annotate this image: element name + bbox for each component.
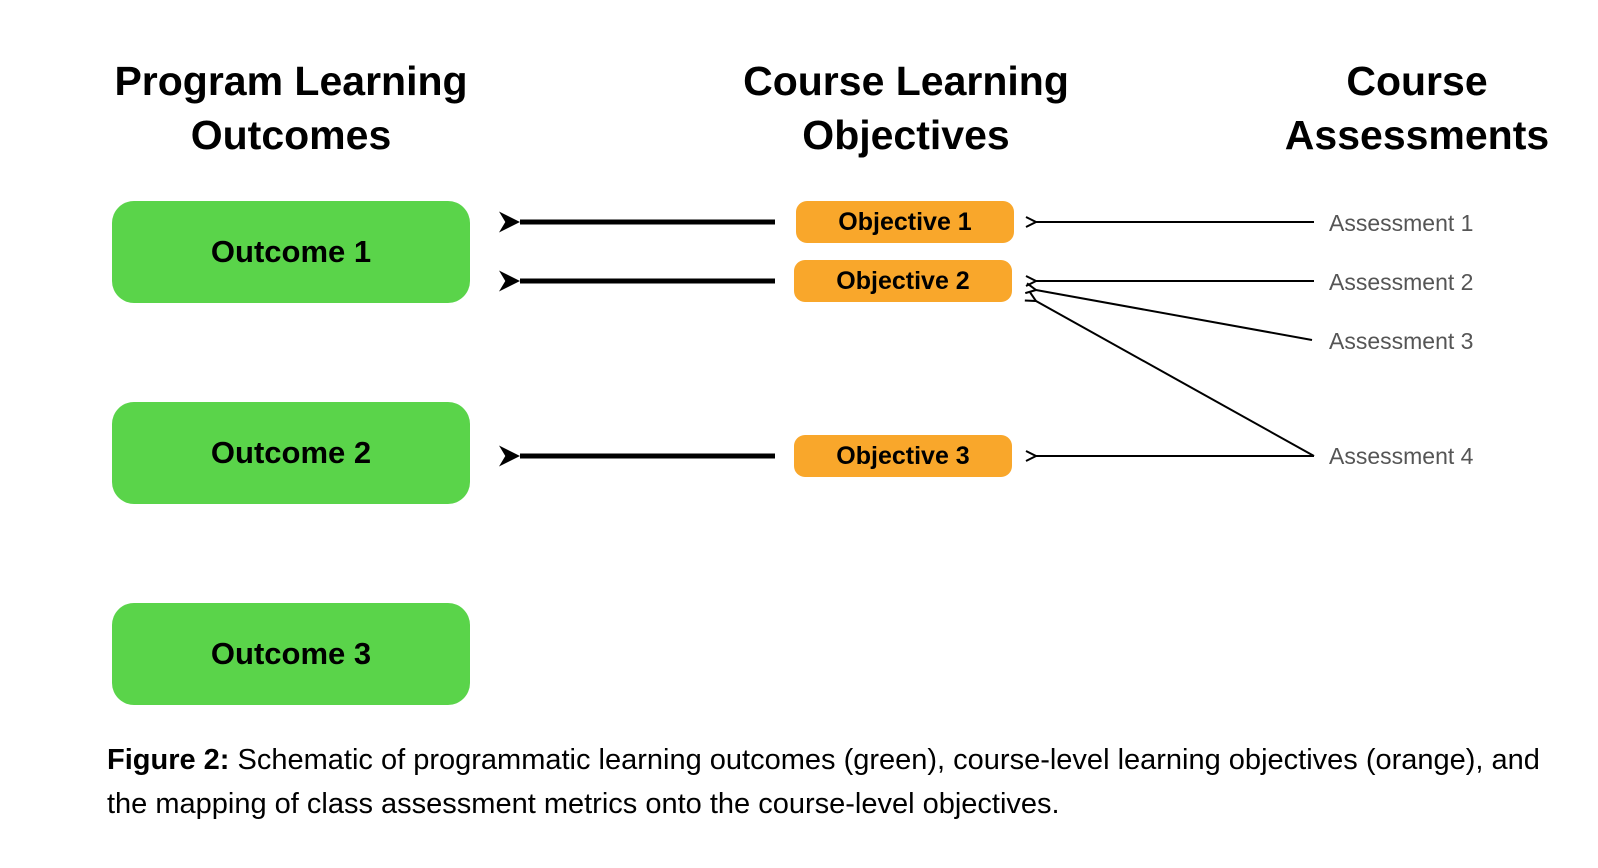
header-line: Assessments <box>1284 112 1550 158</box>
outcome-box: Outcome 1 <box>112 201 470 303</box>
objective-box: Objective 3 <box>794 435 1012 477</box>
figure-caption: Figure 2: Schematic of programmatic lear… <box>107 738 1547 826</box>
outcome-box: Outcome 3 <box>112 603 470 705</box>
assessment-label: Assessment 3 <box>1329 328 1474 354</box>
program-outcomes-header: Program Learning Outcomes <box>91 54 491 162</box>
header-line: Program Learning <box>114 58 468 104</box>
objective-box: Objective 1 <box>796 201 1014 243</box>
assessment-label: Assessment 1 <box>1329 210 1474 236</box>
header-line: Course Learning <box>743 58 1069 104</box>
assessment-label: Assessment 2 <box>1329 269 1474 295</box>
objective-box: Objective 2 <box>794 260 1012 302</box>
arrow-assessment4-objective2 <box>1036 301 1315 457</box>
caption-text: Schematic of programmatic learning outco… <box>107 744 1540 820</box>
header-line: Outcomes <box>190 112 392 158</box>
course-assessments-header: Course Assessments <box>1262 54 1572 162</box>
arrow-assessment3-objective2 <box>1036 290 1313 341</box>
course-objectives-header: Course Learning Objectives <box>706 54 1106 162</box>
header-line: Objectives <box>802 112 1010 158</box>
outcome-box: Outcome 2 <box>112 402 470 504</box>
assessment-label: Assessment 4 <box>1329 443 1474 469</box>
header-line: Course <box>1346 58 1488 104</box>
caption-label: Figure 2: <box>107 744 230 776</box>
